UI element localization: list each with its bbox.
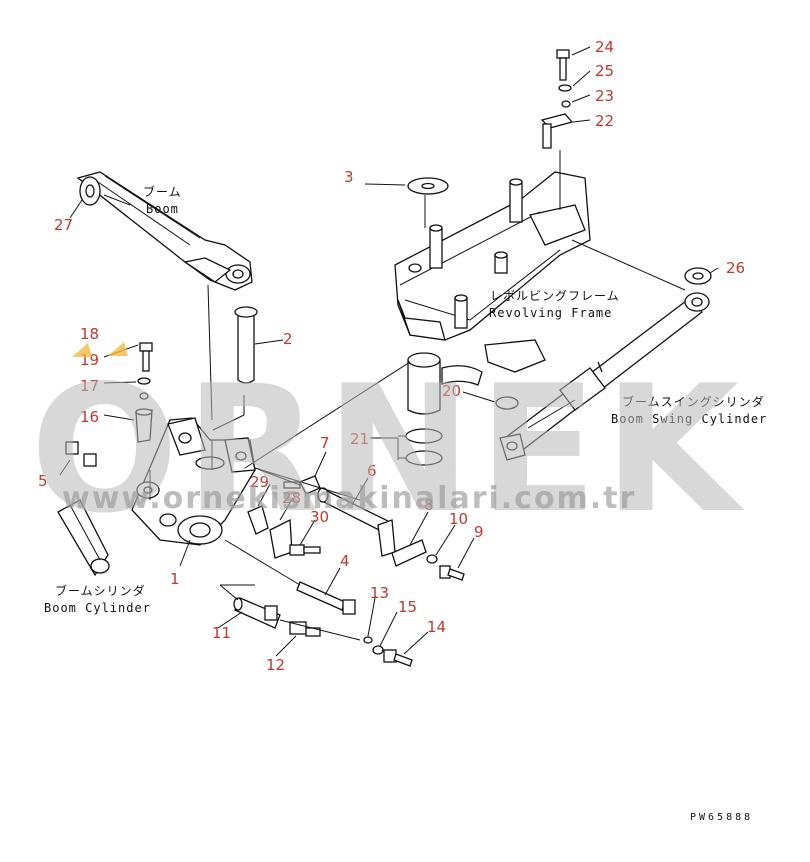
part-6-pin bbox=[317, 487, 396, 557]
callout-10: 10 bbox=[449, 510, 468, 528]
boom-en-label: Boom bbox=[146, 202, 179, 216]
part-18-bolt bbox=[139, 342, 153, 372]
part-19-nut bbox=[139, 392, 149, 400]
callout-13: 13 bbox=[370, 584, 389, 602]
part-24-bolt bbox=[556, 49, 570, 81]
boom-cylinder-en-label: Boom Cylinder bbox=[44, 601, 151, 615]
callout-9: 9 bbox=[474, 523, 484, 541]
part-25-washer bbox=[558, 84, 572, 92]
callout-21: 21 bbox=[350, 430, 369, 448]
callout-7: 7 bbox=[320, 434, 330, 452]
swing-cylinder-en-label: Boom Swing Cylinder bbox=[611, 412, 767, 426]
callout-26: 26 bbox=[726, 259, 745, 277]
watermark-url: www.ornekismakinalari.com.tr bbox=[62, 481, 636, 516]
part-29-bracket bbox=[247, 505, 269, 535]
callout-24: 24 bbox=[595, 38, 614, 56]
part-number-callouts: 1 2 3 4 5 6 7 8 9 10 11 12 13 14 15 16 1… bbox=[38, 38, 745, 674]
part-1-swing-bracket bbox=[131, 417, 256, 546]
part-23-nut bbox=[561, 100, 571, 108]
part-2-pin bbox=[234, 306, 258, 384]
callout-15: 15 bbox=[398, 598, 417, 616]
callout-22: 22 bbox=[595, 112, 614, 130]
part-3-thrust-washer bbox=[407, 177, 449, 195]
swing-cylinder-jp-label: ブームスイングシリンダ bbox=[622, 394, 765, 409]
callout-27: 27 bbox=[54, 216, 73, 234]
part-14-bolt bbox=[383, 649, 413, 667]
boom-jp-label: ブーム bbox=[143, 184, 182, 199]
part-10-washer bbox=[426, 554, 438, 564]
part-8-plate bbox=[391, 539, 427, 567]
part-4-long-bolt bbox=[296, 581, 356, 615]
callout-16: 16 bbox=[80, 408, 99, 426]
callout-30: 30 bbox=[310, 508, 329, 526]
revolving-frame bbox=[394, 171, 591, 373]
callout-8: 8 bbox=[424, 496, 434, 514]
callout-2: 2 bbox=[283, 330, 293, 348]
drawing-code: PW65888 bbox=[690, 812, 753, 823]
callout-3: 3 bbox=[344, 168, 354, 186]
callout-4: 4 bbox=[340, 552, 350, 570]
part-22-plate-pin bbox=[540, 113, 574, 149]
boom-cylinder bbox=[57, 499, 110, 577]
callout-12: 12 bbox=[266, 656, 285, 674]
callout-20: 20 bbox=[442, 382, 461, 400]
callout-14: 14 bbox=[427, 618, 446, 636]
callout-23: 23 bbox=[595, 87, 614, 105]
callout-25: 25 bbox=[595, 62, 614, 80]
callout-11: 11 bbox=[212, 624, 231, 642]
callout-28: 28 bbox=[282, 489, 301, 507]
part-16-plate bbox=[135, 408, 153, 443]
callout-5: 5 bbox=[38, 472, 48, 490]
part-30-bolt bbox=[289, 544, 321, 556]
part-17-washer bbox=[137, 377, 151, 385]
callout-1: 1 bbox=[170, 570, 180, 588]
callout-6: 6 bbox=[367, 462, 377, 480]
callout-18: 18 bbox=[80, 325, 99, 343]
watermark-brand: ORNEK bbox=[30, 349, 745, 552]
revolving-frame-en-label: Revolving Frame bbox=[489, 306, 612, 320]
part-26-washer bbox=[684, 267, 712, 285]
callout-17: 17 bbox=[80, 377, 99, 395]
part-27-washer bbox=[79, 176, 101, 206]
watermark: ORNEK www.ornekismakinalari.com.tr bbox=[30, 342, 745, 552]
part-15-washer bbox=[372, 645, 384, 655]
part-11-pin bbox=[233, 597, 281, 629]
boom-cylinder-jp-label: ブームシリンダ bbox=[55, 583, 146, 598]
part-20-washer bbox=[495, 396, 519, 410]
part-5-grease-nipples bbox=[65, 441, 97, 467]
part-13-nut bbox=[363, 636, 373, 644]
callout-ticks bbox=[69, 46, 719, 657]
leader-lines bbox=[59, 150, 686, 641]
callout-29: 29 bbox=[250, 473, 269, 491]
boom-swing-cylinder bbox=[499, 292, 710, 461]
part-20-bushing bbox=[407, 352, 483, 415]
part-9-bolt bbox=[439, 565, 465, 581]
revolving-frame-jp-label: レボルビングフレーム bbox=[490, 289, 620, 303]
